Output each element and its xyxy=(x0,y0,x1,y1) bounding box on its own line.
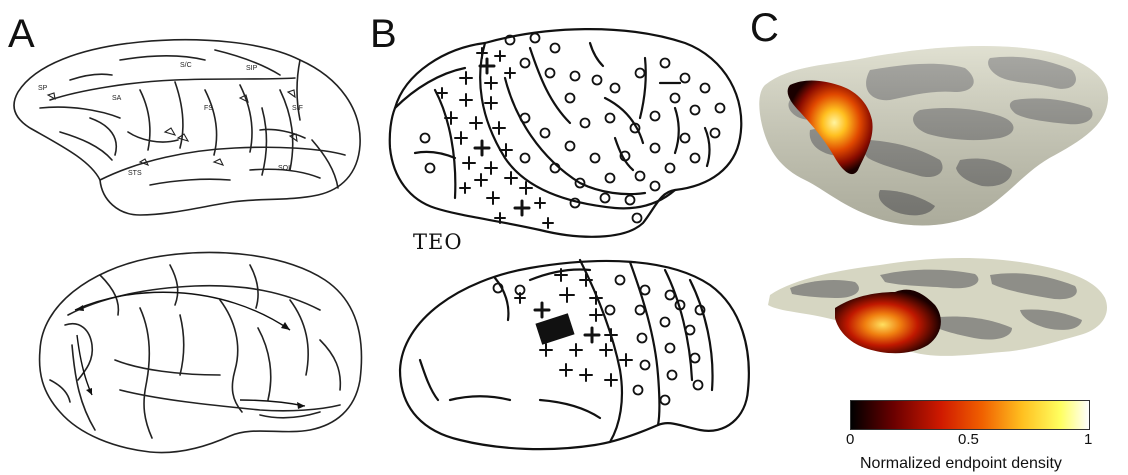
panel-b-bottom-brain-drawing xyxy=(380,250,760,465)
label-sts: STS xyxy=(128,170,142,177)
colorbar-tick-1: 1 xyxy=(1084,431,1092,448)
label-sp: SP xyxy=(38,85,48,92)
label-fs: FS xyxy=(204,105,213,112)
colorbar xyxy=(850,400,1090,430)
inflated-brain-bottom xyxy=(768,258,1107,356)
label-soi: SOI xyxy=(278,165,290,172)
panel-a-top-brain-drawing: SP SA S/C SIP SIF FS STS SOI xyxy=(0,20,370,225)
label-sa: SA xyxy=(112,95,122,102)
panel-c-inflated-surfaces xyxy=(750,30,1128,370)
label-sc: S/C xyxy=(180,62,192,69)
colorbar-tick-0: 0 xyxy=(846,431,854,448)
label-sif: SIF xyxy=(292,105,303,112)
colorbar-label: Normalized endpoint density xyxy=(860,455,1062,473)
colorbar-tick-0-5: 0.5 xyxy=(958,431,979,448)
label-sip: SIP xyxy=(246,65,258,72)
panel-a-bottom-brain-drawing xyxy=(20,240,370,470)
inflated-brain-top xyxy=(759,46,1108,226)
panel-b-top-brain-drawing xyxy=(375,18,750,243)
